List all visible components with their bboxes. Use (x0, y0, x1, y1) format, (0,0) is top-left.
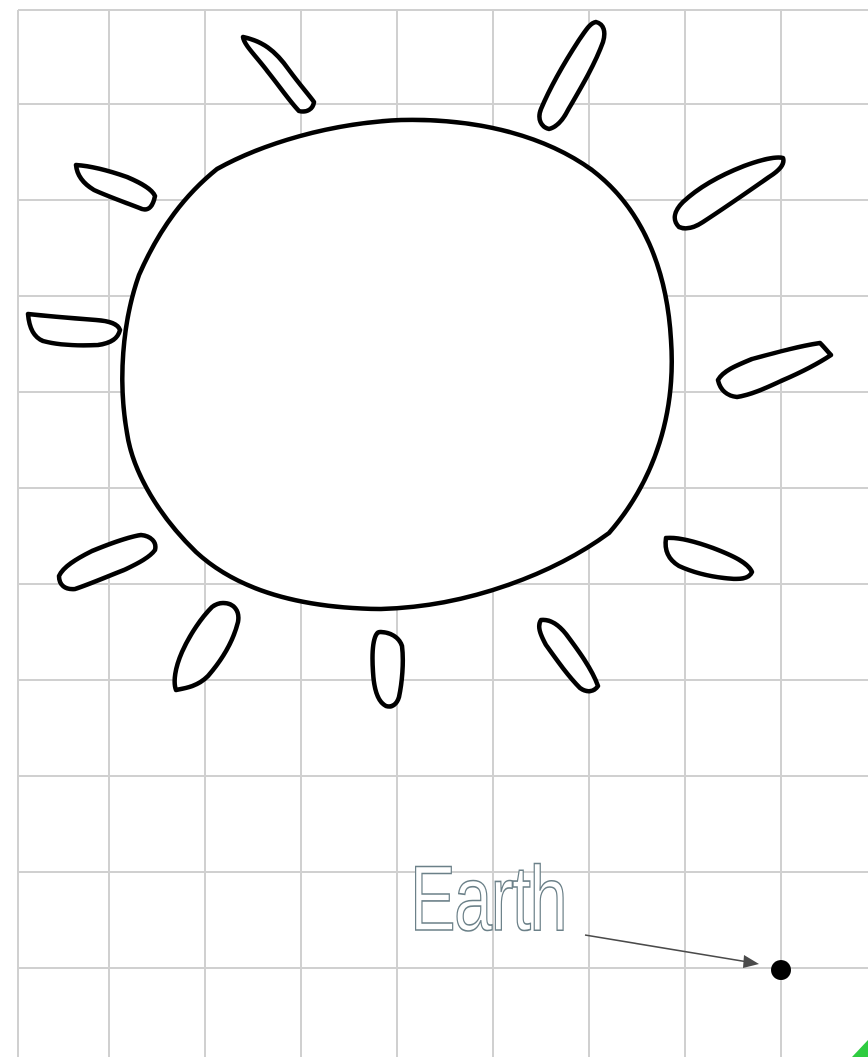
sun-ray (59, 535, 155, 589)
sun-ray (243, 37, 314, 112)
sun-body (122, 120, 671, 609)
sun-ray (539, 22, 604, 129)
earth-dot (771, 960, 791, 980)
sun-ray (718, 343, 831, 397)
sun-drawing (28, 22, 831, 707)
corner-handle[interactable] (852, 1040, 868, 1057)
arrow-shaft (585, 935, 748, 962)
sun-ray (675, 157, 784, 228)
sun-ray (666, 538, 752, 579)
sun-ray (175, 603, 239, 690)
sun-ray (28, 314, 120, 345)
earth-label: Earth (410, 848, 566, 950)
sun-ray (76, 165, 155, 209)
arrow-head (743, 955, 759, 968)
sun-ray (372, 632, 402, 707)
arrow (585, 935, 759, 968)
